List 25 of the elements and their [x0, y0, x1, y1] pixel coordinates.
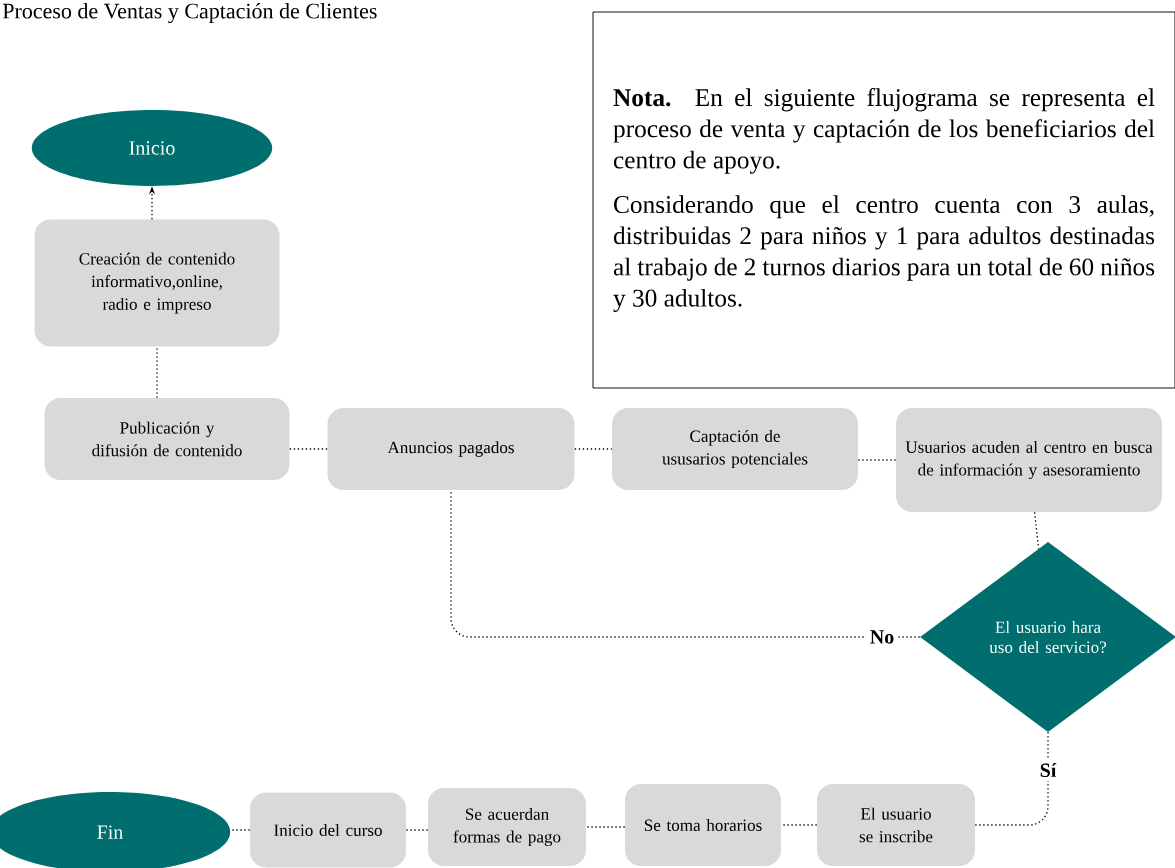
connector — [229, 829, 251, 831]
process-box: Se toma horarios — [625, 784, 781, 866]
process-box: Creación de contenido informativo,online, radio e impreso — [34, 219, 280, 347]
connector — [780, 824, 818, 826]
title: Proceso de Ventas y Captación de Clientes — [2, 3, 377, 23]
process-box: Anuncios pagados — [327, 408, 575, 490]
process-box: Se acuerdan formas de pago — [428, 788, 586, 866]
process-box: Usuarios acuden al centro en busca de información y asesoramiento — [896, 408, 1162, 512]
terminal-oval: Inicio — [31, 110, 273, 186]
process-box: El usuario se inscribe — [817, 784, 975, 866]
process-box: Inicio del curso — [250, 792, 406, 868]
connector — [450, 489, 921, 638]
connector — [1033, 511, 1040, 550]
note-box: Nota. En el siguiente flujograma se representa el proceso de venta y captación de los beneficiarios del centro de apoyo. Considerando que el centro cuenta con 3 aulas, distribuidas 2 para niños y 1 para adultos destinadas al trabajo de 2 turnos diarios para un total de 60 niños y 30 adultos. — [592, 11, 1175, 389]
connector — [574, 448, 613, 450]
connector — [405, 829, 429, 831]
connector — [289, 448, 328, 450]
connector — [857, 459, 897, 461]
connector — [974, 731, 1049, 826]
process-box: Captación de ususarios potenciales — [612, 408, 858, 490]
process-box: Publicación y difusión de contenido — [44, 398, 290, 480]
edge-label: No — [865, 626, 899, 648]
connector — [585, 826, 626, 828]
connector — [156, 346, 158, 399]
edge-label: Sí — [1035, 758, 1061, 782]
